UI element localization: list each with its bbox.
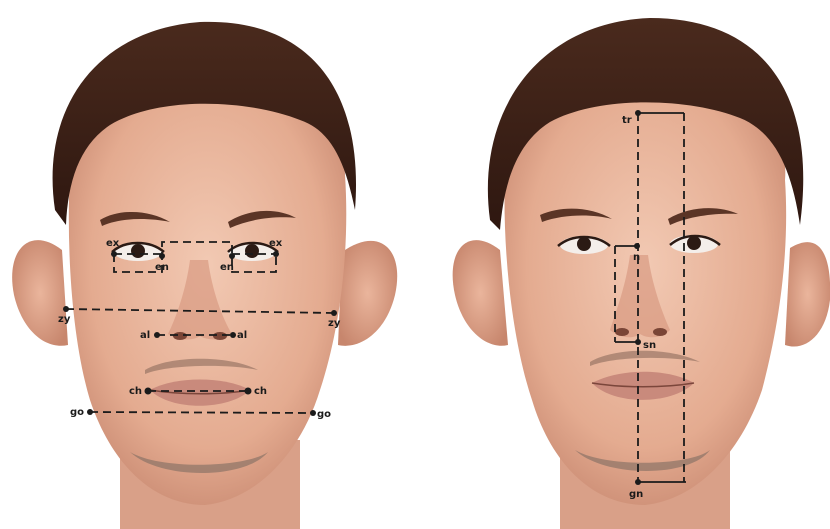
label-n: n [633,252,640,263]
point-en-left [159,253,165,259]
label-gn: gn [629,489,643,500]
label-ch-left: ch [129,386,142,397]
point-sn [635,339,641,345]
left-ear [12,240,68,346]
right-ear [785,242,830,346]
label-en-left: en [155,262,169,273]
label-ex-right: ex [269,238,283,249]
label-zy-right: zy [328,318,341,329]
left-iris [131,244,145,258]
point-gn [635,479,641,485]
point-tr [635,110,641,116]
point-zy-right [331,310,337,316]
label-go-left: go [70,407,84,418]
point-go-left [87,409,93,415]
label-en-right: en [220,262,234,273]
right-face-illustration [453,18,830,529]
left-iris [577,237,591,251]
point-ex-left [111,251,117,257]
left-ear [453,240,508,346]
right-ear [338,241,397,346]
go-line [90,412,313,413]
left-face-illustration [12,22,397,529]
label-zy-left: zy [58,314,71,325]
label-al-left: al [140,330,150,341]
right-iris [687,236,701,250]
point-al-left [154,332,160,338]
label-ex-left: ex [106,238,120,249]
point-al-right [230,332,236,338]
label-ch-right: ch [254,386,267,397]
point-ch-right [245,388,252,395]
label-sn: sn [643,340,656,351]
point-ch-left [145,388,152,395]
label-go-right: go [317,409,331,420]
point-ex-right [273,251,279,257]
point-go-right [310,410,316,416]
point-en-right [229,253,235,259]
label-tr: tr [622,115,632,126]
right-iris [245,244,259,258]
point-zy-left [63,306,69,312]
label-al-right: al [237,330,247,341]
point-n [634,243,640,249]
